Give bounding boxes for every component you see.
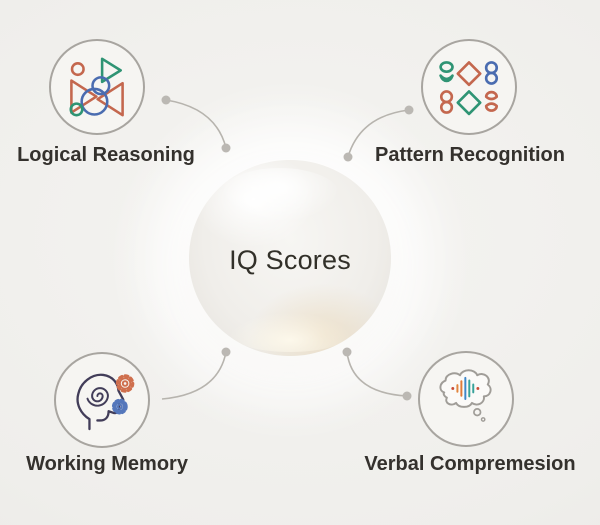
verbal-comprehension-icon bbox=[439, 369, 492, 422]
node-circle-working-memory bbox=[54, 352, 150, 448]
node-label-working-memory: Working Memory bbox=[26, 453, 188, 475]
connector-dot bbox=[402, 391, 412, 401]
connector-dot bbox=[343, 152, 353, 162]
node-label-verbal-comprehension: Verbal Compremesion bbox=[364, 453, 576, 475]
node-circle-verbal-comprehension bbox=[418, 351, 514, 447]
node-circle-logical-reasoning bbox=[49, 39, 145, 135]
logical-reasoning-icon bbox=[69, 57, 124, 117]
connector-dot bbox=[342, 347, 352, 357]
node-label-pattern-recognition: Pattern Recognition bbox=[374, 144, 565, 166]
connector-dot bbox=[404, 105, 414, 115]
node-circle-pattern-recognition bbox=[421, 39, 517, 135]
connector-dot bbox=[161, 95, 171, 105]
connector-dot bbox=[221, 347, 231, 357]
node-label-logical-reasoning: Logical Reasoning bbox=[17, 144, 195, 166]
working-memory-icon bbox=[76, 373, 135, 431]
connector-top-left bbox=[165, 99, 227, 149]
iq-scores-bubble: IQ Scores bbox=[189, 160, 391, 356]
pattern-recognition-icon bbox=[439, 60, 499, 115]
connector-bottom-right bbox=[346, 351, 408, 397]
connector-dot bbox=[221, 143, 231, 153]
diagram-title: IQ Scores bbox=[229, 244, 351, 275]
connector-bottom-left bbox=[161, 351, 227, 400]
